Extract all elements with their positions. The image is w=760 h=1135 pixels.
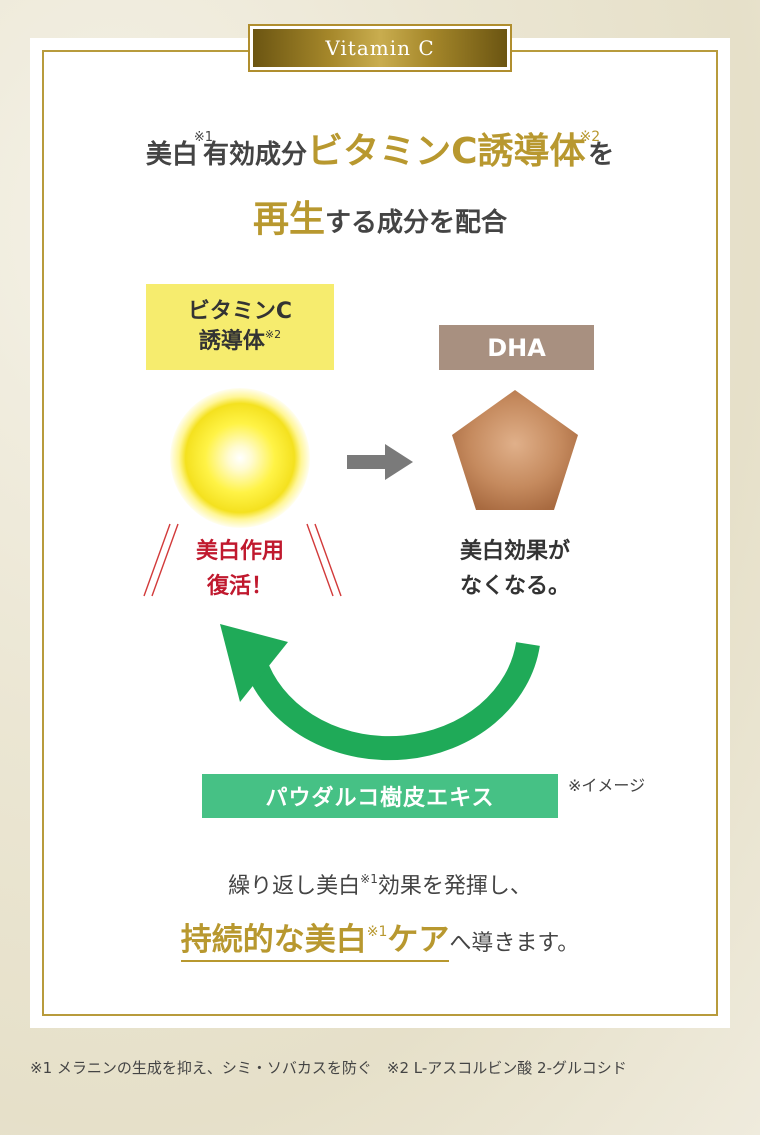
summary-line-2: 持続的な美白※1ケアへ導きます。	[40, 914, 720, 962]
pau-darco-extract-label: パウダルコ樹皮エキス	[202, 774, 558, 818]
dha-pentagon-icon	[452, 390, 578, 510]
footnote: ※1 メラニンの生成を抑え、シミ・ソバカスを防ぐ ※2 L-アスコルビン酸 2-…	[30, 1059, 627, 1077]
content-card	[30, 38, 730, 1028]
vitamin-c-derivative-label: ビタミンC 誘導体※2	[146, 284, 334, 370]
headline-gold-vitamin: ビタミンC誘導体	[307, 131, 586, 172]
whitening-lost-text: 美白効果が なくなる。	[459, 539, 570, 600]
vitamin-c-sun-icon	[170, 388, 310, 528]
dha-label: DHA	[439, 325, 594, 370]
regeneration-arrow-icon	[220, 624, 540, 761]
headline-line-1: 美白※1有効成分ビタミンC誘導体※2を	[145, 129, 615, 172]
headline-line-2: 再生する成分を配合	[252, 199, 508, 240]
summary-line-1: 繰り返し美白※1効果を発揮し、	[228, 872, 532, 899]
whitening-revived-text: 美白作用 復活！	[195, 539, 284, 600]
right-arrow-icon	[347, 444, 413, 480]
image-note: ※イメージ	[568, 776, 646, 795]
vitamin-c-badge: Vitamin C	[248, 24, 512, 72]
summary-gold-text: 持続的な美白※1ケア	[180, 922, 450, 962]
headline-gold-regen: 再生	[252, 199, 325, 240]
left-emphasis-lines	[143, 523, 179, 597]
right-emphasis-lines	[306, 523, 342, 597]
badge-label: Vitamin C	[253, 29, 507, 67]
